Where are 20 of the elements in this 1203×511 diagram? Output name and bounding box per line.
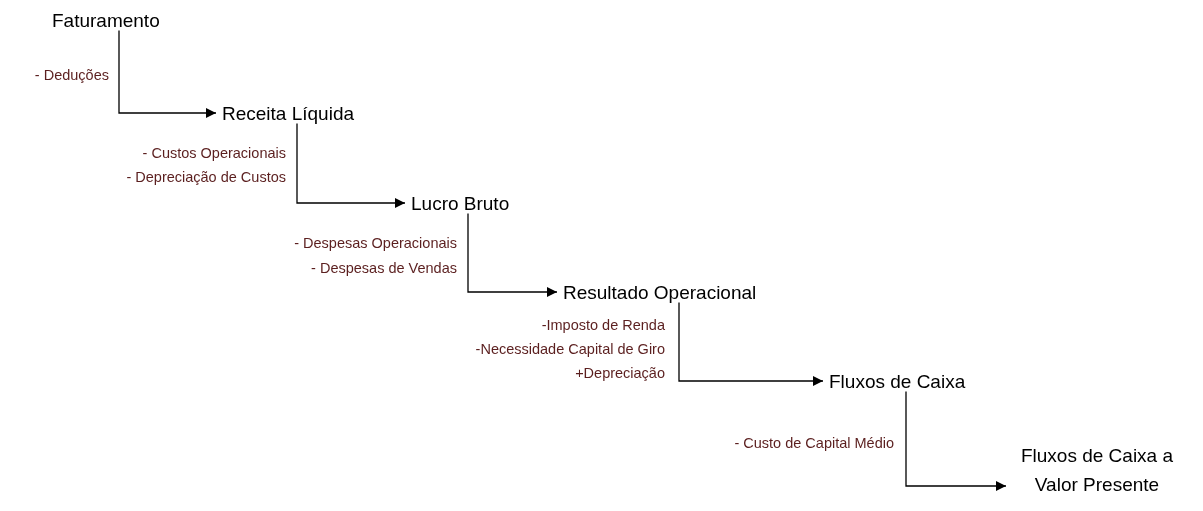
elbow-arrow — [467, 212, 558, 297]
deduction-note: - Deduções — [34, 67, 109, 83]
step-label: Resultado Operacional — [563, 277, 757, 307]
step-label: Fluxos de Caixa — [829, 366, 966, 396]
deduction-note: - Depreciação de Custos — [126, 169, 286, 185]
elbow-arrow — [678, 301, 824, 386]
elbow-arrow — [118, 29, 217, 118]
step-label: Faturamento — [52, 5, 160, 35]
step-label: Fluxos de Caixa a Valor Presente — [1012, 441, 1182, 499]
step-label: Receita Líquida — [222, 98, 355, 128]
deduction-note: - Despesas Operacionais — [294, 235, 457, 251]
step-label: Lucro Bruto — [411, 188, 510, 218]
deduction-note: -Necessidade Capital de Giro — [475, 341, 665, 357]
deduction-note: -Imposto de Renda — [541, 317, 665, 333]
elbow-arrow — [296, 122, 406, 208]
elbow-arrow — [905, 390, 1007, 491]
deduction-note: - Custos Operacionais — [142, 145, 286, 161]
deduction-note: - Custo de Capital Médio — [734, 435, 894, 451]
deduction-note: - Despesas de Vendas — [311, 260, 457, 276]
deduction-note: +Depreciação — [575, 365, 665, 381]
